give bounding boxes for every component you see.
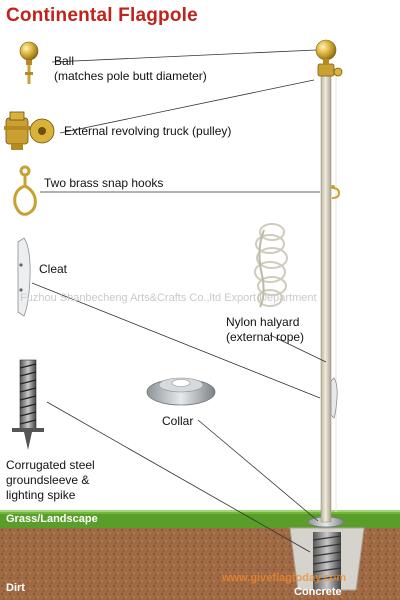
halyard-label: Nylon halyard (external rope) (226, 315, 304, 345)
dirt-label: Dirt (6, 582, 25, 594)
watermark-text: Fuzhou Shanbecheng Arts&Crafts Co.,ltd E… (20, 292, 317, 304)
groundsleeve-label-line1: Corrugated steel (6, 458, 95, 472)
groundsleeve-label-line3: lighting spike (6, 488, 76, 502)
groundsleeve-label: Corrugated steel groundsleeve & lighting… (6, 458, 95, 503)
grass-tips (0, 510, 400, 514)
ball-label-line2: (matches pole butt diameter) (54, 69, 207, 83)
collar-label: Collar (162, 414, 194, 428)
grass-label: Grass/Landscape (6, 513, 98, 525)
site-watermark: www.giveflagtoday.com (222, 572, 347, 584)
leader-lines (31, 49, 327, 553)
collar-part (146, 377, 216, 406)
grass-strip (0, 512, 400, 528)
ball-label-line1: Ball (54, 54, 75, 68)
truck-installed (317, 63, 335, 77)
sleeve-corrugation (312, 535, 342, 581)
ball-stem-installed (323, 59, 329, 65)
halyard-label-line2: (external rope) (226, 330, 305, 344)
ball-part (19, 41, 39, 84)
hooks-label: Two brass snap hooks (44, 176, 164, 190)
groundsleeve-label-line2: groundsleeve & (6, 473, 90, 487)
snap-hook-installed-1 (331, 187, 341, 199)
truck-part (4, 111, 55, 150)
snap-hook-part (13, 165, 37, 216)
cleat-label: Cleat (39, 262, 68, 276)
halyard-coil-part (254, 223, 288, 308)
cleat-installed (330, 377, 338, 419)
ball-label: Ball (matches pole butt diameter) (54, 54, 207, 84)
pulley-installed (333, 67, 343, 77)
cleat-part (17, 237, 31, 317)
groundsleeve-part (12, 359, 44, 450)
concrete-label: Concrete (294, 586, 342, 598)
truck-label: External revolving truck (pulley) (64, 124, 232, 138)
halyard-label-line1: Nylon halyard (226, 315, 300, 329)
snap-hook-eye (331, 185, 335, 189)
pole-shaft (320, 75, 332, 523)
ball-installed (315, 39, 337, 61)
page-title: Continental Flagpole (6, 5, 198, 26)
